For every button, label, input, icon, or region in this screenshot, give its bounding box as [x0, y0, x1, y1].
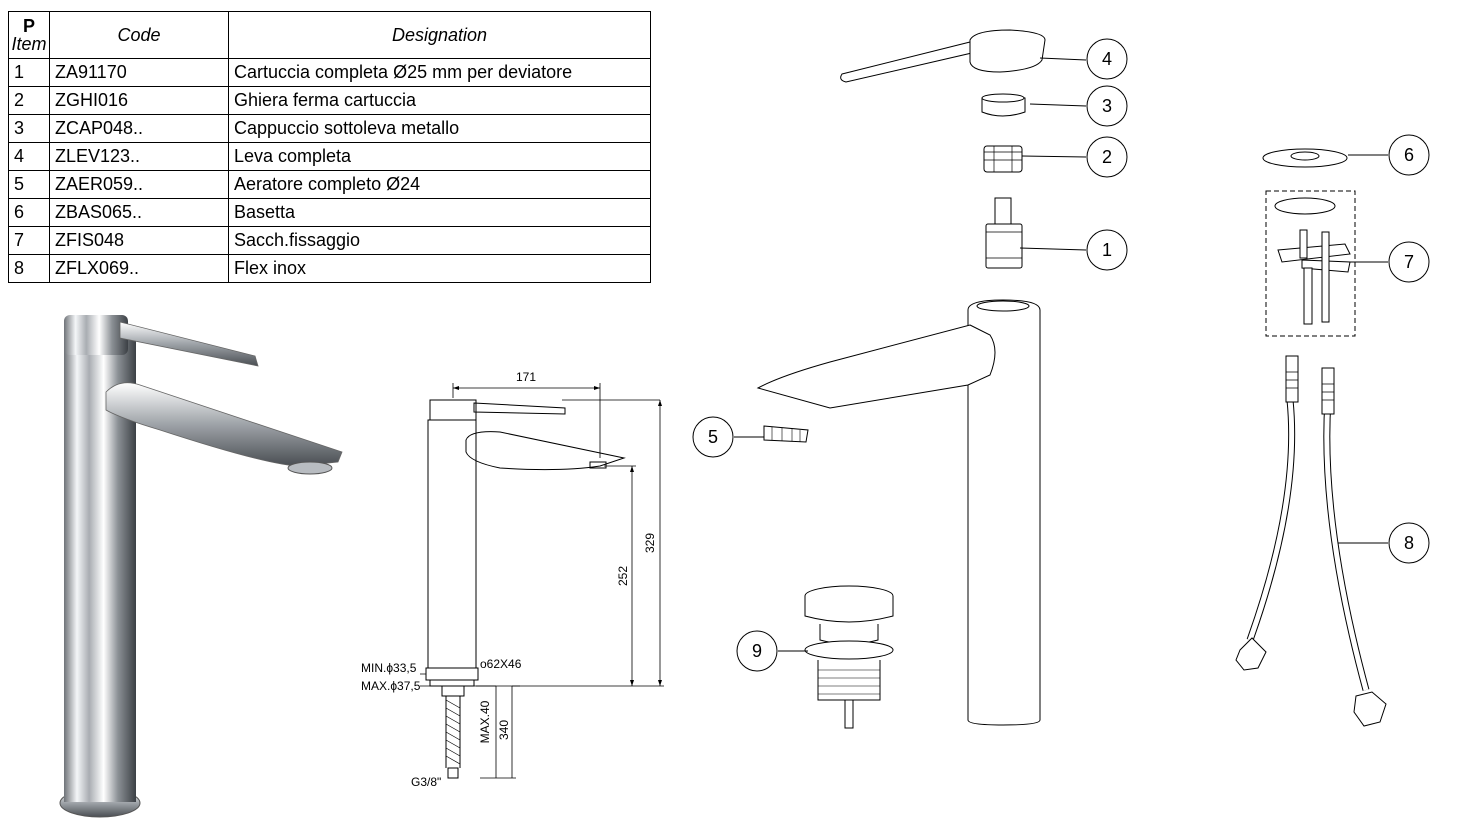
- header-designation: Designation: [228, 11, 651, 59]
- row-item: 7: [8, 226, 50, 255]
- callout-8-label: 8: [1404, 533, 1414, 553]
- row-item: 2: [8, 86, 50, 115]
- callout-9: [736, 630, 778, 672]
- row-code: ZA91170: [49, 58, 229, 87]
- callout-8: [1388, 522, 1430, 564]
- right-parts: [1235, 148, 1387, 727]
- table-header-row: P Item Code Designation: [8, 11, 651, 59]
- row-designation: Basetta: [228, 198, 651, 227]
- callout-6: [1388, 134, 1430, 176]
- row-code: ZFLX069..: [49, 254, 229, 283]
- row-designation: Sacch.fissaggio: [228, 226, 651, 255]
- callout-4-label: 4: [1102, 49, 1112, 69]
- callout-5-label: 5: [708, 427, 718, 447]
- dim-thread: G3/8": [411, 775, 441, 789]
- row-code: ZGHI016: [49, 86, 229, 115]
- row-code: ZFIS048: [49, 226, 229, 255]
- row-item: 8: [8, 254, 50, 283]
- dim-height-total: 329: [643, 533, 657, 553]
- faucet-photo: [59, 315, 343, 818]
- part-lever-head: [969, 29, 1046, 73]
- callout-5: [692, 416, 734, 458]
- callout-2: [1086, 136, 1128, 178]
- part-lever: [840, 39, 983, 83]
- fixing-kit-box: [1265, 190, 1356, 337]
- callout-7: [1388, 241, 1430, 283]
- row-designation: Cappuccio sottoleva metallo: [228, 114, 651, 143]
- row-designation: Flex inox: [228, 254, 651, 283]
- callout-4: [1086, 38, 1128, 80]
- dimension-labels: 171 329 252 MIN.ϕ33,5 MAX.ϕ37,5 o62X46 M…: [361, 370, 657, 789]
- row-designation: Cartuccia completa Ø25 mm per deviatore: [228, 58, 651, 87]
- header-item-letter: P: [22, 16, 35, 36]
- callouts: [734, 57, 1388, 652]
- row-code: ZLEV123..: [49, 142, 229, 171]
- dim-width: 171: [516, 370, 536, 384]
- row-designation: Leva completa: [228, 142, 651, 171]
- row-item: 5: [8, 170, 50, 199]
- part-spout: [756, 324, 996, 409]
- part-fixing-bracket: [1277, 243, 1351, 263]
- callout-1: [1086, 229, 1128, 271]
- part-ring-nut: [983, 145, 1023, 173]
- part-flex-hose-right: [1323, 399, 1370, 691]
- exploded-parts: [756, 29, 1046, 729]
- header-item: P Item: [8, 11, 50, 59]
- dimension-drawing: [420, 383, 664, 779]
- callout-7-label: 7: [1404, 252, 1414, 272]
- callout-3: [1086, 85, 1128, 127]
- part-cartridge-stem: [994, 197, 1012, 225]
- callout-1-label: 1: [1102, 240, 1112, 260]
- row-code: ZCAP048..: [49, 114, 229, 143]
- callout-9-label: 9: [752, 641, 762, 661]
- dim-max-hole: MAX.ϕ37,5: [361, 679, 421, 693]
- part-cartridge: [985, 223, 1023, 269]
- part-body: [967, 299, 1041, 726]
- callout-3-label: 3: [1102, 96, 1112, 116]
- part-aerator: [763, 425, 809, 443]
- dim-max-thickness: MAX.40: [478, 700, 492, 743]
- header-code: Code: [49, 11, 229, 59]
- dim-base-oval: o62X46: [480, 657, 522, 671]
- callout-2-label: 2: [1102, 147, 1112, 167]
- dim-height-spout: 252: [616, 566, 630, 586]
- row-item: 6: [8, 198, 50, 227]
- callout-6-label: 6: [1404, 145, 1414, 165]
- dim-flex-length: 340: [497, 720, 511, 740]
- dim-min-hole: MIN.ϕ33,5: [361, 661, 417, 675]
- header-item-label: Item: [11, 34, 47, 54]
